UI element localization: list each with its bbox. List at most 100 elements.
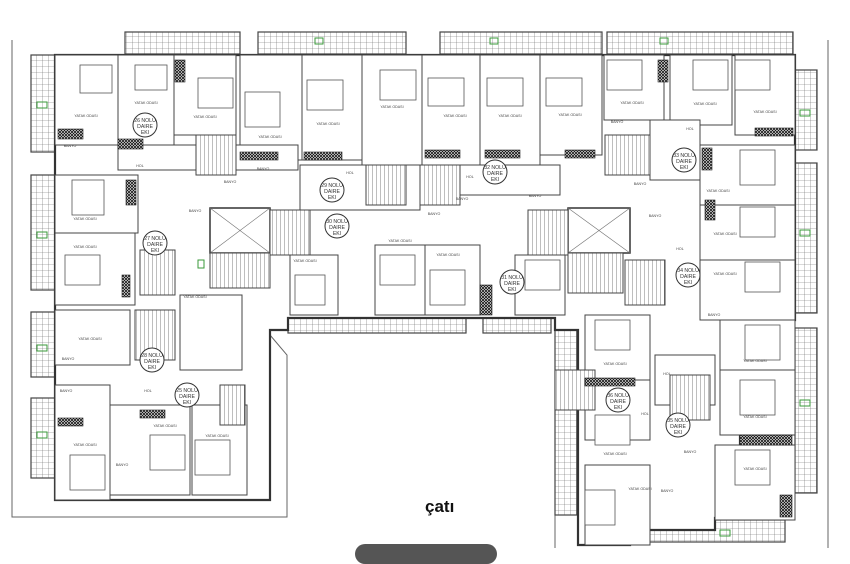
room-label: YATAK ODASI (73, 217, 96, 221)
room-label: YATAK ODASI (743, 359, 766, 363)
room-label: YATAK ODASI (743, 415, 766, 419)
unit-line2: DAIRE (610, 399, 626, 405)
unit-line3: EKI (148, 365, 156, 371)
room-label: HOL (663, 372, 670, 376)
room-label: BANYO (456, 197, 469, 201)
room-label: YATAK ODASI (73, 245, 96, 249)
unit-line3: EKI (680, 165, 688, 171)
room-label: YATAK ODASI (258, 135, 281, 139)
unit-line3: EKI (151, 248, 159, 254)
floor-plan: YATAK ODASI YATAK ODASI YATAK ODASI YATA… (11, 31, 829, 548)
unit-line2: DAIRE (676, 159, 692, 165)
unit-line3: EKI (491, 177, 499, 183)
room-label: YATAK ODASI (443, 114, 466, 118)
unit-line2: DAIRE (504, 281, 520, 287)
room-label: BANYO (708, 313, 721, 317)
unit-number: 28 NOLU (141, 353, 163, 359)
room-label: YATAK ODASI (603, 452, 626, 456)
room-label: BANYO (189, 209, 202, 213)
room-label: YATAK ODASI (753, 110, 776, 114)
room-label: YATAK ODASI (134, 101, 157, 105)
unit-line3: EKI (508, 287, 516, 293)
room-label: YATAK ODASI (316, 122, 339, 126)
unit-line2: DAIRE (487, 171, 503, 177)
unit-line2: DAIRE (329, 225, 345, 231)
unit-line3: EKI (141, 130, 149, 136)
unit-number: 25 NOLU (176, 388, 198, 394)
room-label: BANYO (684, 450, 697, 454)
room-label: YATAK ODASI (603, 362, 626, 366)
room-label: YATAK ODASI (436, 253, 459, 257)
unit-line3: EKI (183, 400, 191, 406)
room-label: BANYO (661, 489, 674, 493)
unit-line2: DAIRE (147, 242, 163, 248)
unit-number: 33 NOLU (673, 153, 695, 159)
room-label: BANYO (116, 463, 129, 467)
stairs (134, 134, 711, 426)
unit-line2: DAIRE (670, 424, 686, 430)
unit-number: 32 NOLU (484, 165, 506, 171)
room-label: YATAK ODASI (713, 232, 736, 236)
room-label: YATAK ODASI (628, 487, 651, 491)
room-label: YATAK ODASI (183, 295, 206, 299)
unit-number: 36 NOLU (607, 393, 629, 399)
room-label: YATAK ODASI (78, 337, 101, 341)
room-label: BANYO (224, 180, 237, 184)
room-label: YATAK ODASI (498, 114, 521, 118)
room-label: YATAK ODASI (153, 424, 176, 428)
room-label: BANYO (611, 120, 624, 124)
unit-number: 31 NOLU (501, 275, 523, 281)
unit-line3: EKI (674, 430, 682, 436)
room-label: BANYO (428, 212, 441, 216)
room-label: BANYO (257, 167, 270, 171)
room-label: BANYO (60, 389, 73, 393)
unit-number: 26 NOLU (134, 118, 156, 124)
unit-line2: DAIRE (137, 124, 153, 130)
unit-line2: DAIRE (324, 189, 340, 195)
room-label: BANYO (62, 357, 75, 361)
unit-line2: DAIRE (680, 274, 696, 280)
unit-number: 35 NOLU (667, 418, 689, 424)
room-label: YATAK ODASI (743, 467, 766, 471)
unit-line3: EKI (333, 231, 341, 237)
room-label: YATAK ODASI (693, 102, 716, 106)
room-label: BANYO (64, 144, 77, 148)
room-label: HOL (466, 175, 473, 179)
room-label: HOL (676, 247, 683, 251)
room-label: BANYO (649, 214, 662, 218)
unit-line2: DAIRE (144, 359, 160, 365)
room-label: YATAK ODASI (388, 239, 411, 243)
wardrobes (57, 59, 794, 518)
balconies (30, 31, 818, 543)
unit-line3: EKI (684, 280, 692, 286)
room-label: YATAK ODASI (74, 114, 97, 118)
room-label: BANYO (634, 182, 647, 186)
room-label: YATAK ODASI (193, 115, 216, 119)
room-label: HOL (144, 389, 151, 393)
room-label: HOL (136, 164, 143, 168)
room-label: BANYO (529, 194, 542, 198)
room-labels: YATAK ODASI YATAK ODASI YATAK ODASI YATA… (60, 101, 777, 493)
room-label: YATAK ODASI (293, 259, 316, 263)
room-label: HOL (686, 127, 693, 131)
unit-line3: EKI (614, 405, 622, 411)
drain-markers (36, 37, 811, 537)
bottom-toolbar-handle[interactable] (355, 544, 497, 564)
room-label: HOL (641, 412, 648, 416)
room-label: HOL (346, 171, 353, 175)
unit-number: 27 NOLU (144, 236, 166, 242)
room-label: YATAK ODASI (205, 434, 228, 438)
room-label: YATAK ODASI (73, 443, 96, 447)
room-label: YATAK ODASI (706, 189, 729, 193)
unit-number: 29 NOLU (321, 183, 343, 189)
